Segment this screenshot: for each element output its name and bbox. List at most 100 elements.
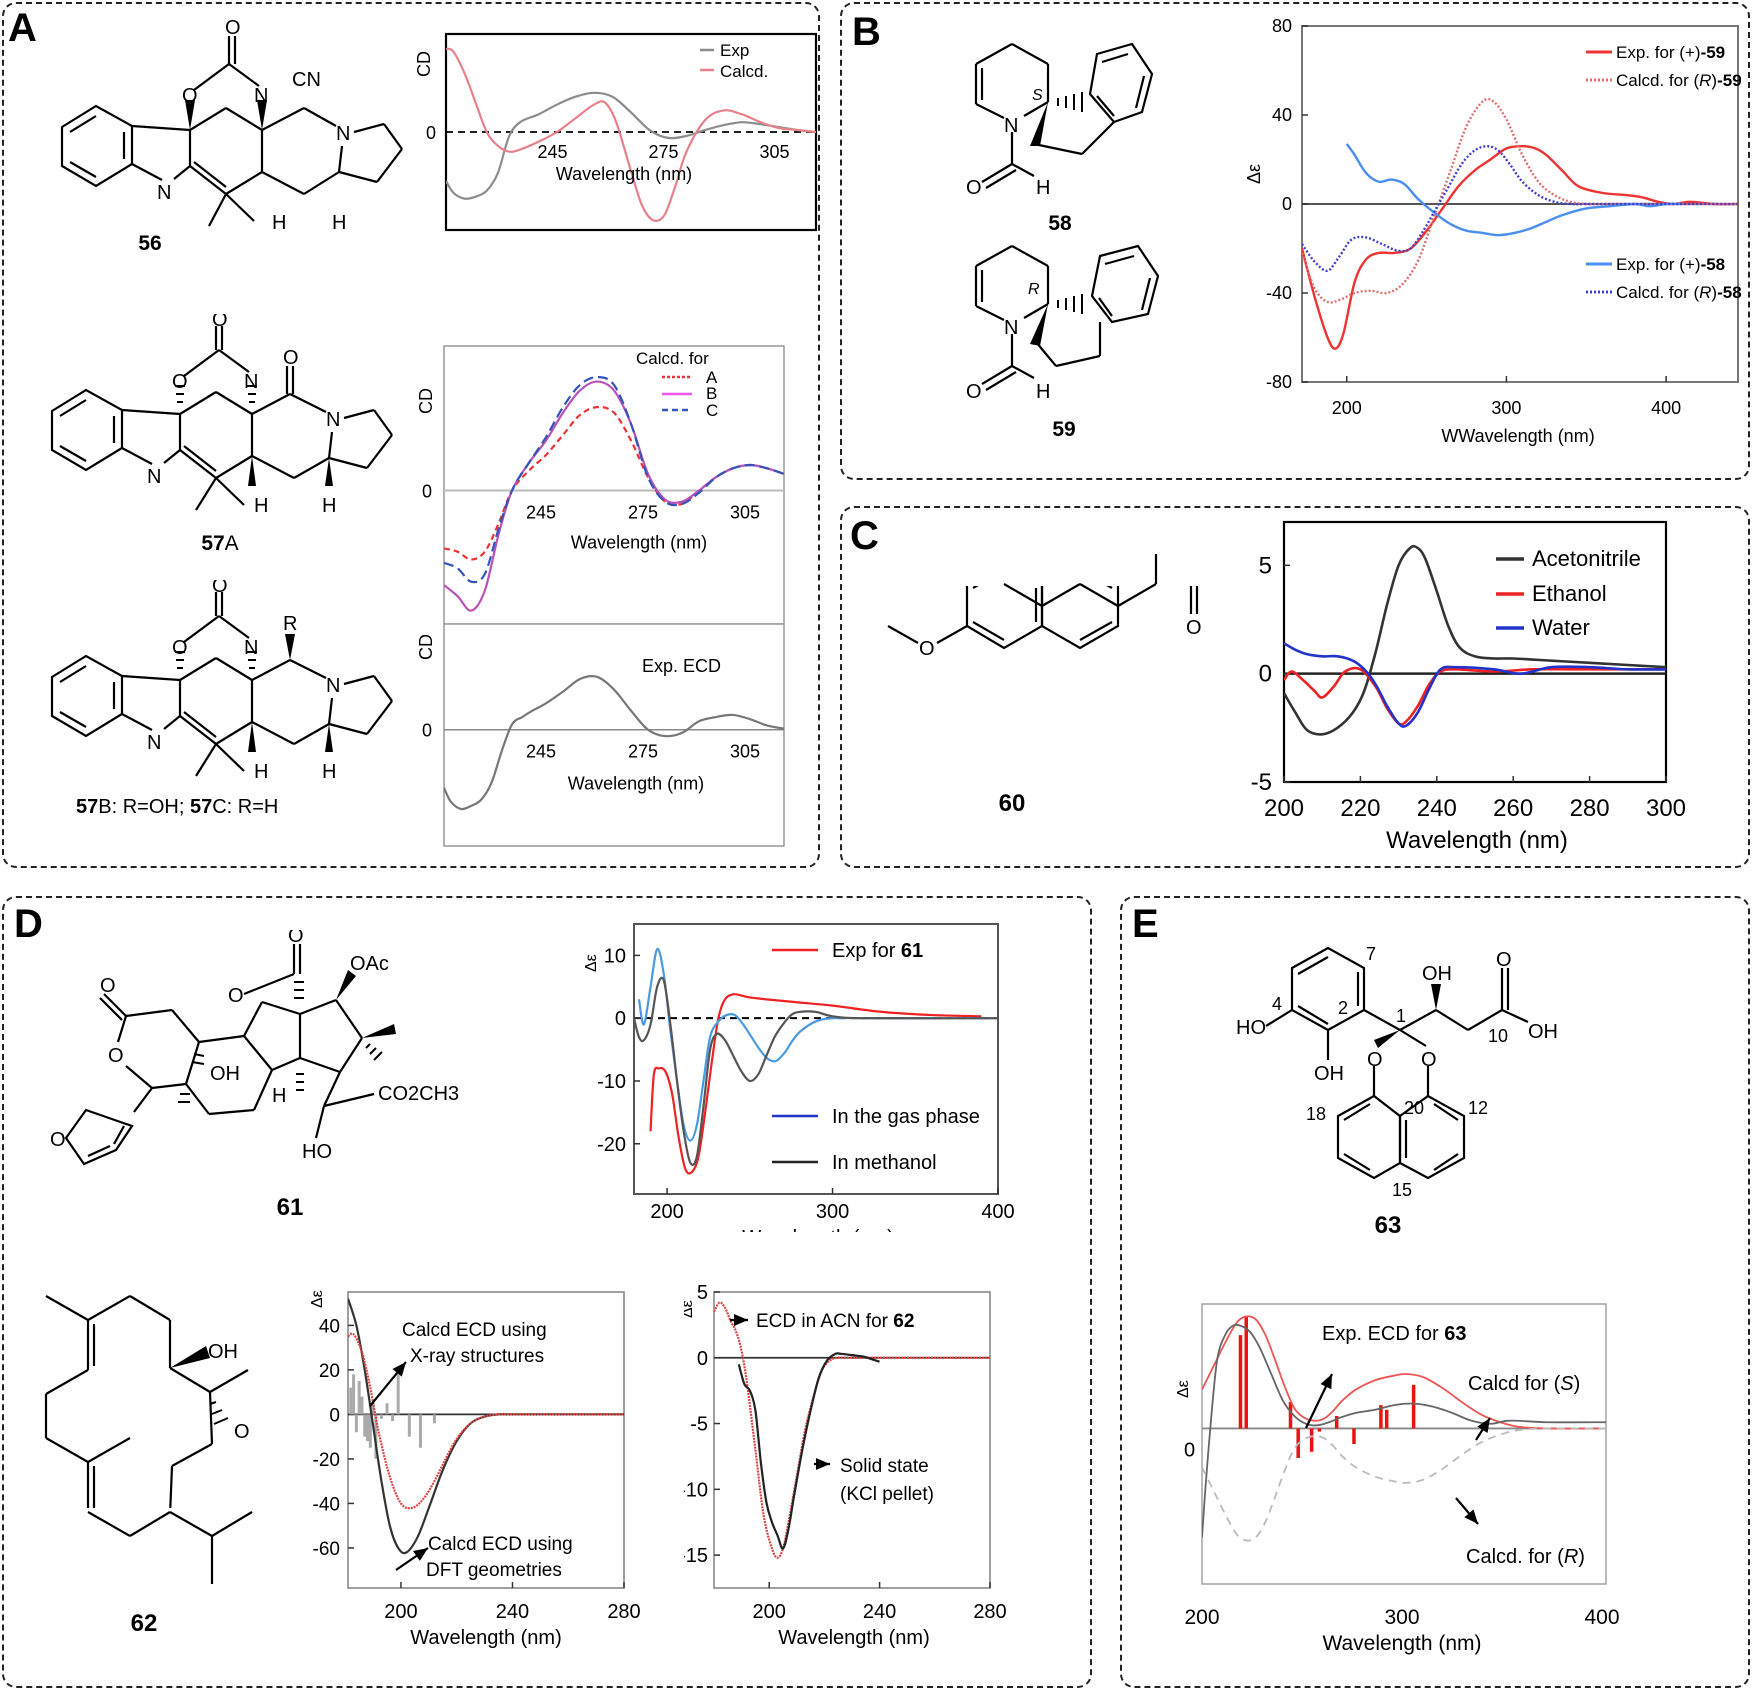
structure-58: S N O H	[966, 42, 1154, 199]
stereo-label: S	[1032, 87, 1043, 104]
atom-label: H	[272, 212, 286, 234]
series-line	[1284, 642, 1666, 728]
x-tick-label: 305	[730, 503, 760, 523]
compound-label-60: 60	[998, 790, 1026, 817]
structure-60: O OH O	[887, 586, 1202, 660]
y-axis-label: Δε	[1175, 1380, 1192, 1398]
locant-label: 7	[1366, 944, 1376, 964]
atom-label: H	[254, 495, 268, 514]
structure-62-bottom	[87, 1511, 253, 1584]
x-tick-label: 240	[496, 1601, 529, 1623]
atom-label: R	[283, 613, 297, 635]
series-line	[348, 1332, 624, 1510]
atom-label: O	[283, 347, 299, 369]
x-tick-label: 300	[1491, 398, 1521, 418]
annotation-label: Calcd ECD using	[402, 1320, 547, 1341]
x-tick-label: 400	[1651, 398, 1681, 418]
arrowhead-icon	[1464, 1509, 1478, 1524]
atom-label: H	[1036, 177, 1050, 199]
y-tick-label: 0	[426, 123, 436, 143]
atom-label: O	[1496, 949, 1512, 971]
series-line	[446, 91, 816, 200]
y-tick-label: 0	[329, 1405, 340, 1426]
compound-label-62: 62	[130, 1610, 158, 1637]
atom-label: CN	[292, 69, 321, 91]
atom-label: OH	[1528, 1021, 1558, 1043]
compound-label-59: 59	[1052, 418, 1076, 441]
atom-label: O	[212, 580, 228, 597]
series-line	[1302, 144, 1738, 272]
atom-label: O	[1367, 1049, 1383, 1071]
series-line	[1202, 1323, 1606, 1538]
atom-label: O	[182, 85, 198, 107]
structure-57bc: O O N R N N H H	[50, 580, 393, 783]
arrowhead-icon	[392, 1362, 406, 1377]
x-axis-label: Wavelength (nm)	[742, 1227, 894, 1232]
plot-frame	[347, 1291, 625, 1589]
atom-label: O	[212, 314, 228, 331]
atom-label: O	[225, 17, 241, 39]
annotation-label: Calcd for (S)	[1468, 1373, 1580, 1395]
x-tick-label: 200	[1332, 398, 1362, 418]
legend-label: B	[706, 384, 717, 403]
structure-56: O O N CN N N H H	[60, 17, 403, 234]
y-tick-label: -40	[313, 1494, 340, 1515]
x-tick-label: 200	[1184, 1606, 1219, 1629]
annotation-label: Calcd. for (R)	[1466, 1546, 1585, 1568]
plot-frame	[443, 345, 785, 624]
atom-label: H	[1036, 381, 1050, 403]
structure-63: 7 OH O 4 2 1 HO 10 OH O O OH 20 18 12 15	[1236, 944, 1558, 1200]
y-tick-label: 80	[1272, 16, 1292, 36]
panel-label-e: E	[1132, 902, 1159, 946]
x-tick-label: 300	[816, 1201, 849, 1223]
atom-label: N	[1004, 317, 1018, 339]
y-tick-label: -15	[684, 1545, 708, 1567]
panel-d: D	[2, 896, 1092, 1688]
y-tick-label: 0	[615, 1008, 626, 1030]
legend-label: Ethanol	[1532, 581, 1607, 606]
legend-title: Calcd. for	[636, 349, 709, 368]
locant-label: 1	[1396, 1006, 1406, 1026]
series-line	[444, 380, 784, 612]
atom-label: O	[172, 371, 188, 393]
x-tick-label: 240	[1417, 795, 1457, 822]
x-tick-label: 300	[1646, 795, 1686, 822]
y-axis-label: Δε	[684, 1300, 696, 1318]
atom-label: O	[228, 985, 244, 1007]
x-tick-label: 260	[1493, 795, 1533, 822]
series-line	[714, 1301, 990, 1559]
plot-frame	[633, 923, 999, 1195]
atom-label: O	[100, 975, 116, 997]
annotation-label: Calcd ECD using	[428, 1534, 573, 1555]
atom-label: N	[147, 466, 161, 488]
series-line	[1284, 666, 1666, 726]
annotation-label: DFT geometries	[426, 1560, 562, 1581]
legend-label: Exp for 61	[832, 940, 923, 962]
atom-label: N	[147, 732, 161, 754]
y-tick-label: 0	[1282, 194, 1292, 214]
panel-label-d: D	[14, 902, 43, 946]
atom-label: O	[172, 637, 188, 659]
legend-label: Calcd.	[720, 62, 768, 81]
atom-label: N	[157, 182, 171, 204]
x-tick-label: 275	[628, 503, 658, 523]
series-line	[444, 405, 784, 561]
atom-label: CO2CH3	[378, 1083, 459, 1105]
series-line	[1284, 544, 1666, 736]
atom-label: O	[234, 1421, 250, 1443]
arrowhead-icon	[1477, 1418, 1490, 1434]
x-axis-label: Wavelength (nm)	[410, 1627, 562, 1649]
locant-label: 18	[1306, 1104, 1326, 1124]
legend-label: Acetonitrile	[1532, 546, 1641, 571]
atom-label: O	[1421, 1049, 1437, 1071]
locant-label: 12	[1468, 1098, 1488, 1118]
atom-label: O	[108, 1045, 124, 1067]
x-axis-label: Wavelength (nm)	[778, 1627, 930, 1649]
atom-label: O	[288, 930, 304, 947]
x-axis-label: Wavelength (nm)	[1322, 1632, 1481, 1655]
